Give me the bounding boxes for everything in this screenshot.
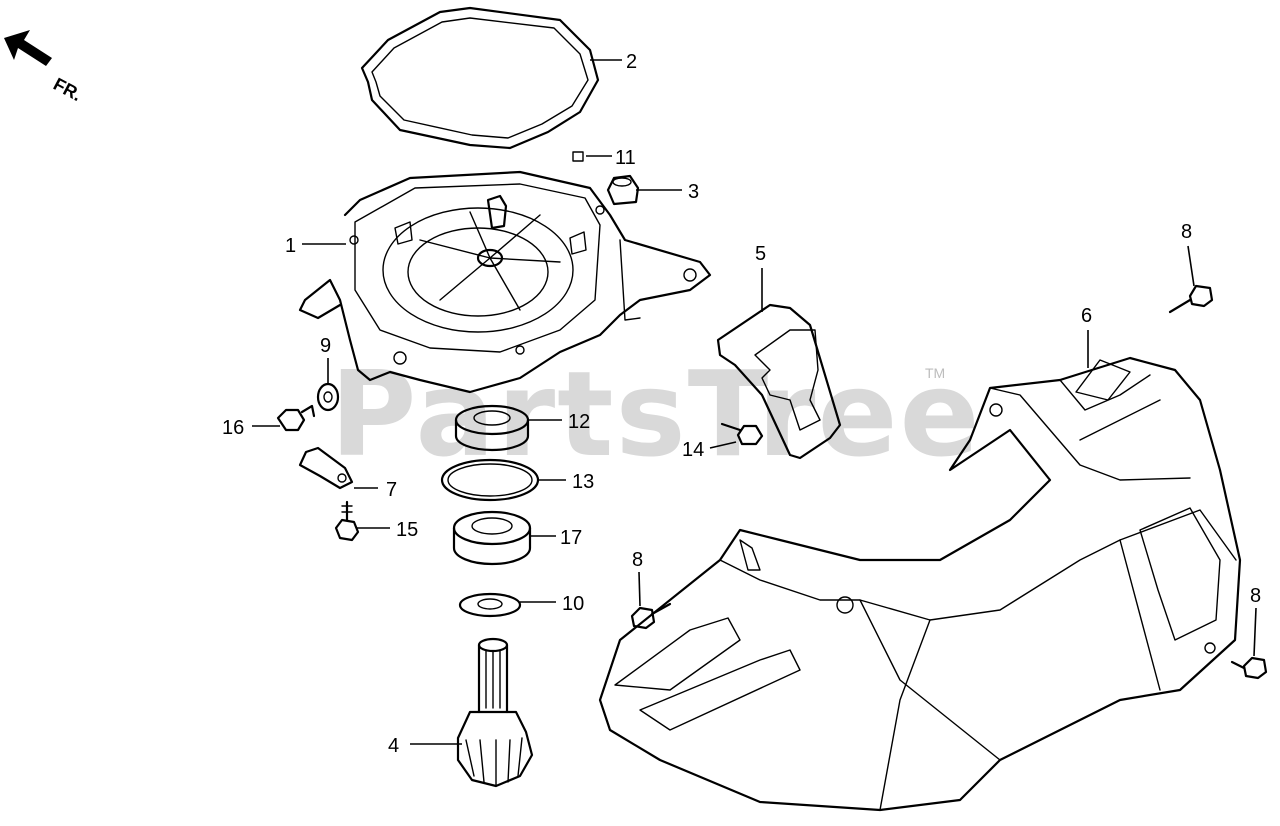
bolt-part-14 bbox=[720, 422, 764, 446]
gear-case-housing-part bbox=[298, 170, 712, 394]
callout-2: 2 bbox=[626, 51, 637, 73]
callout-13: 13 bbox=[572, 471, 594, 493]
washer-part bbox=[316, 382, 340, 412]
clamp-part bbox=[298, 446, 354, 490]
bevel-gear-part bbox=[456, 637, 534, 788]
callout-6: 6 bbox=[1081, 305, 1092, 327]
callout-4: 4 bbox=[388, 735, 399, 757]
bracket-part bbox=[716, 303, 842, 460]
front-direction-arrow-icon bbox=[4, 30, 52, 66]
callout-11: 11 bbox=[615, 147, 636, 169]
watermark-trademark: TM bbox=[925, 365, 945, 381]
callout-8-right: 8 bbox=[1250, 585, 1261, 607]
gear-cover-part bbox=[598, 356, 1242, 812]
bolt-part-15 bbox=[334, 500, 360, 542]
callout-9: 9 bbox=[320, 335, 331, 357]
gasket-part bbox=[360, 6, 600, 150]
leader-lines bbox=[252, 59, 1257, 745]
callout-15: 15 bbox=[396, 519, 418, 541]
watermark: PartsTree bbox=[330, 345, 982, 483]
plug-part bbox=[606, 174, 640, 206]
callout-8-left: 8 bbox=[632, 549, 643, 571]
callout-labels: 1 2 3 4 5 6 7 8 8 8 9 10 11 12 13 14 15 … bbox=[222, 51, 1261, 757]
callout-14: 14 bbox=[682, 439, 704, 461]
callout-1: 1 bbox=[285, 235, 296, 257]
callout-5: 5 bbox=[755, 243, 766, 265]
callout-10: 10 bbox=[562, 593, 584, 615]
callout-8-top: 8 bbox=[1181, 221, 1192, 243]
bolt-part-8-top bbox=[1168, 284, 1214, 314]
callout-16: 16 bbox=[222, 417, 244, 439]
front-direction-label: FR. bbox=[50, 74, 85, 105]
callout-3: 3 bbox=[688, 181, 699, 203]
key-part bbox=[572, 151, 584, 162]
ball-bearing-part bbox=[452, 510, 532, 566]
callout-12: 12 bbox=[568, 411, 590, 433]
callout-7: 7 bbox=[386, 479, 397, 501]
shim-part bbox=[458, 592, 522, 618]
bolt-part-16 bbox=[276, 404, 316, 432]
callout-17: 17 bbox=[560, 527, 582, 549]
bolt-part-8-right bbox=[1230, 656, 1268, 680]
